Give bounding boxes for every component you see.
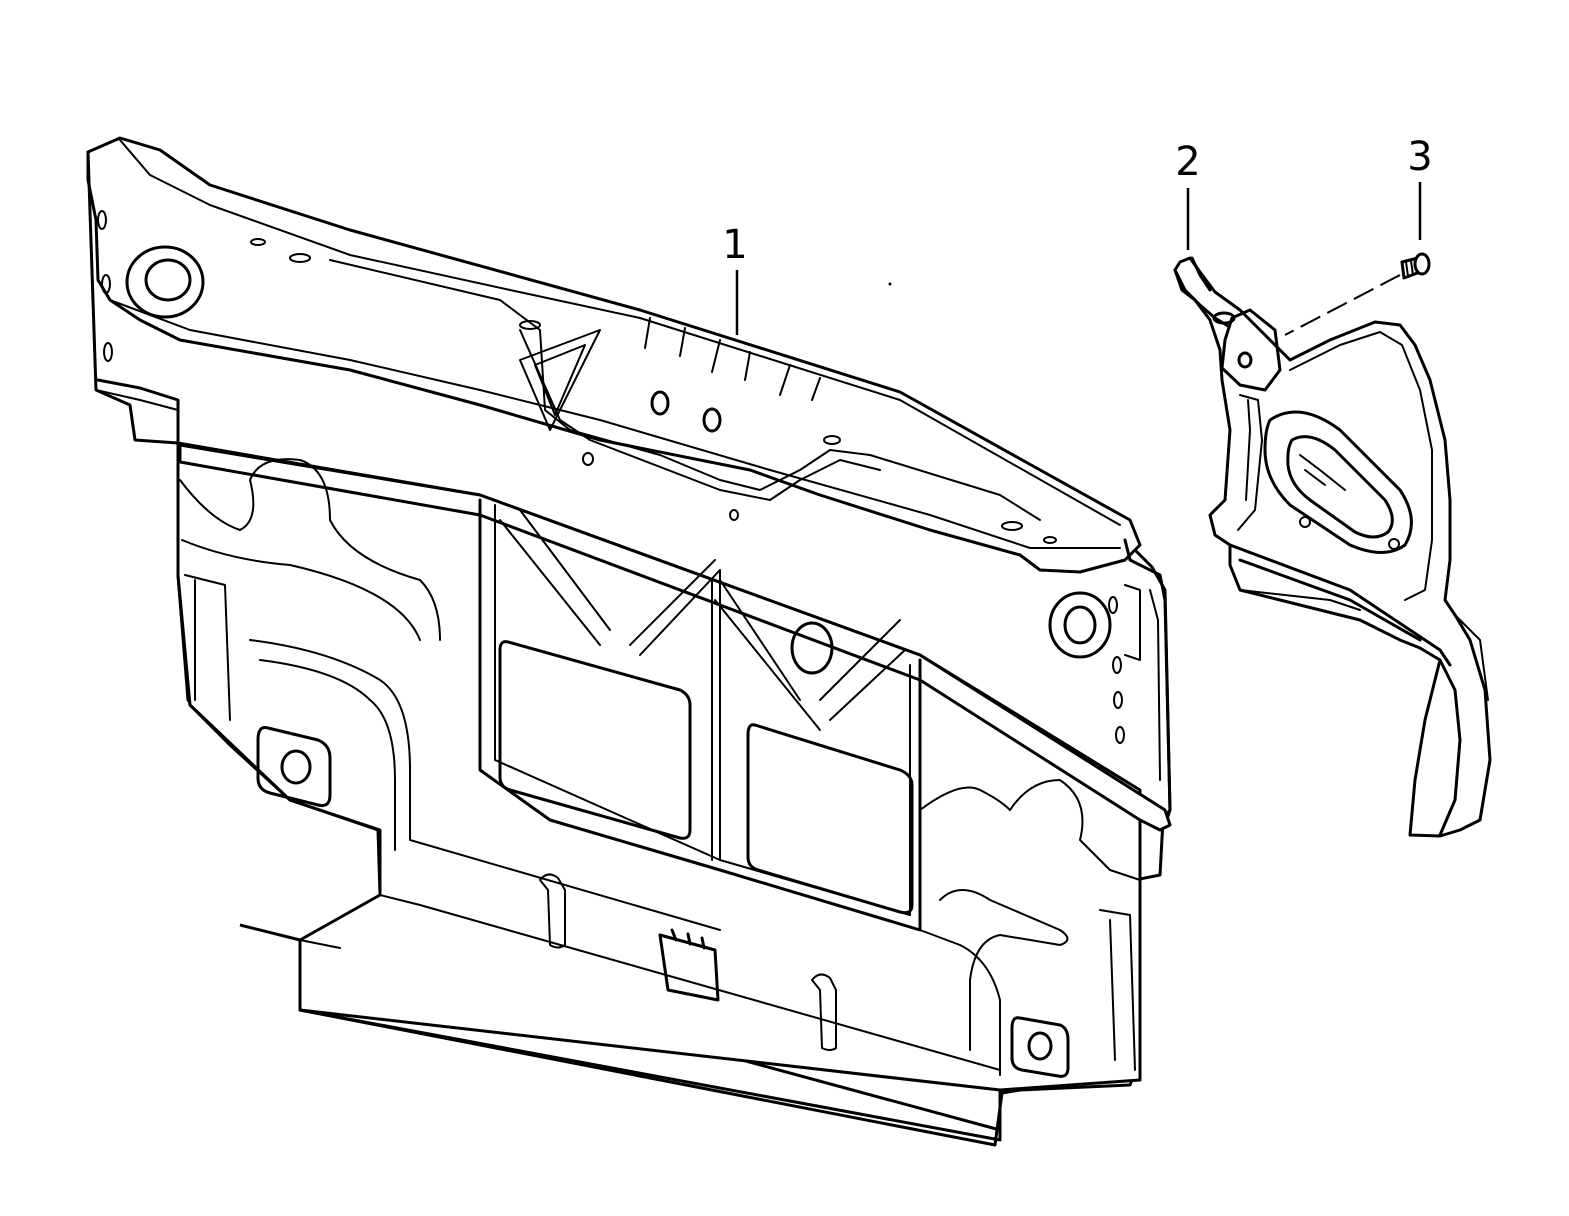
corner-bracket-hole-b xyxy=(1388,538,1400,550)
header-slot-d xyxy=(823,435,841,445)
header-lower-edge xyxy=(109,299,1121,549)
left-contour-rib-b xyxy=(181,539,421,641)
callout-label-1: 1 xyxy=(722,222,747,268)
header-slot-c xyxy=(519,320,541,330)
corner-bracket-inner-edge xyxy=(1237,394,1263,531)
callout-1: 1 xyxy=(722,222,748,335)
left-slot-c xyxy=(103,342,113,362)
callout-3: 3 xyxy=(1284,134,1433,336)
corner-bracket-mount-hole xyxy=(1237,351,1253,369)
left-contour-rib-d xyxy=(259,659,396,851)
corner-bracket-upper-mount xyxy=(1220,308,1282,392)
left-header-hole-inner xyxy=(144,258,192,302)
center-round-hole xyxy=(790,621,834,675)
right-slot-c xyxy=(1113,691,1123,709)
header-slot-a xyxy=(250,238,266,246)
right-lower-mount xyxy=(1010,1016,1070,1078)
right-window-cutout xyxy=(746,723,914,915)
corner-bracket-lower-flange xyxy=(1228,543,1452,667)
stray-dot xyxy=(888,282,892,286)
right-lower-mount-hole xyxy=(1027,1031,1053,1061)
corner-bracket-lower-lip xyxy=(1229,564,1361,611)
right-contour-rib-c xyxy=(1099,909,1136,1071)
corner-bracket-tail-edge xyxy=(1454,614,1489,701)
right-contour-rib-b xyxy=(939,889,1069,1051)
corner-bracket-hole-a xyxy=(1299,516,1311,528)
corner-bracket-body xyxy=(1173,256,1492,838)
rear-panel[interactable] xyxy=(86,136,1172,1147)
bolt-assembly-line xyxy=(1284,274,1401,336)
right-slot-a xyxy=(1108,596,1118,614)
right-end-flange xyxy=(1124,584,1161,781)
callout-2: 2 xyxy=(1175,139,1201,250)
header-recess xyxy=(329,259,1041,521)
center-frame xyxy=(478,498,922,932)
header-hole-c xyxy=(582,452,594,466)
rear-panel-header-rail xyxy=(86,136,1142,574)
left-slot-b xyxy=(101,274,111,294)
bolt-thread xyxy=(1405,260,1414,277)
left-contour-rib-e xyxy=(184,574,231,721)
header-slot-f xyxy=(1043,536,1057,544)
header-hole-d xyxy=(729,509,739,521)
bolt[interactable] xyxy=(1400,252,1431,280)
header-slot-b xyxy=(289,253,311,263)
left-end-flange xyxy=(95,389,179,411)
left-contour-rib-c xyxy=(249,639,721,931)
bottom-clip xyxy=(658,928,720,1002)
callout-label-2: 2 xyxy=(1175,139,1200,185)
bolt-head xyxy=(1413,252,1431,276)
header-triangle-brace xyxy=(519,329,601,431)
bottom-tab-b xyxy=(811,973,837,1051)
left-header-hole-outer xyxy=(125,245,205,319)
header-recess-lower xyxy=(519,329,881,501)
right-contour-rib-d xyxy=(919,929,1001,1076)
header-hole-a xyxy=(650,390,670,416)
corner-bracket-tail xyxy=(1438,658,1462,837)
right-header-hole-outer xyxy=(1048,591,1112,659)
corner-bracket-top-tab xyxy=(1173,256,1230,328)
corner-bracket-oval-cutout-outer xyxy=(1263,410,1413,554)
diagonal-strut xyxy=(178,443,1172,832)
left-window-cutout xyxy=(498,640,692,840)
corner-bracket-inner-skin xyxy=(1289,331,1433,601)
left-end-cap xyxy=(86,150,180,445)
right-slot-d xyxy=(1115,726,1125,744)
header-ribs xyxy=(644,317,821,401)
corner-bracket-oval-detail xyxy=(1299,454,1346,491)
header-upper-edge xyxy=(119,139,1121,526)
left-lower-mount xyxy=(256,726,332,807)
bottom-ridge xyxy=(299,894,1001,1071)
right-header-hole-inner xyxy=(1063,605,1097,645)
header-hole-b xyxy=(702,407,722,433)
left-lower-mount-hole xyxy=(280,749,312,785)
corner-bracket[interactable] xyxy=(1173,256,1492,838)
corner-bracket-oval-cutout-inner xyxy=(1286,435,1394,539)
right-slot-b xyxy=(1112,656,1122,674)
callout-label-3: 3 xyxy=(1407,134,1432,180)
bottom-tab-a xyxy=(539,873,566,949)
header-slot-e xyxy=(1001,521,1023,531)
left-contour-rib-a xyxy=(179,458,441,641)
center-x-rib xyxy=(499,509,906,861)
right-end-cap xyxy=(1123,538,1172,827)
right-contour-rib-a xyxy=(919,779,1141,881)
left-slot-a xyxy=(97,210,107,230)
